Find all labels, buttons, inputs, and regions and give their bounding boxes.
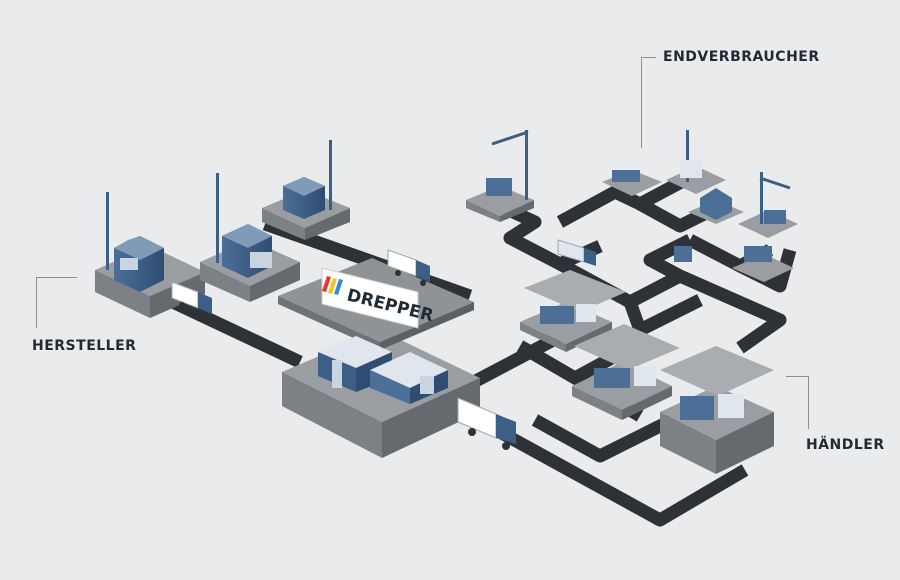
dealer-3 — [660, 346, 774, 474]
warehouse-goods — [318, 336, 448, 404]
road-east-2 — [623, 294, 703, 337]
road-east-1 — [677, 270, 787, 354]
road-north-3 — [556, 166, 704, 228]
truck-left — [171, 281, 212, 318]
consumer-crane-1 — [466, 130, 534, 222]
truck-center — [457, 397, 516, 450]
end-consumer-label: ENDVERBRAUCHER — [663, 49, 820, 65]
dealer-2 — [572, 324, 680, 420]
factory-3 — [262, 140, 350, 240]
dealer-label: HÄNDLER — [806, 437, 885, 453]
factory-1 — [95, 192, 205, 318]
consumer-box — [674, 246, 692, 262]
consumer-house-3 — [732, 246, 794, 282]
consumer-crane-2 — [666, 130, 726, 194]
road-loop-2 — [531, 414, 675, 463]
consumer-crane-3 — [738, 172, 798, 238]
consumer-house-2 — [688, 188, 744, 224]
truck-north — [557, 239, 596, 266]
end-consumer-leader-line — [641, 57, 656, 148]
road-network — [157, 166, 797, 527]
truck-top — [387, 249, 430, 286]
dealer-leader-line — [786, 376, 809, 429]
consumer-house-1 — [602, 170, 662, 196]
manufacturer-label: HERSTELLER — [32, 338, 137, 354]
manufacturer-leader-line — [36, 277, 77, 328]
factory-2 — [200, 173, 300, 302]
